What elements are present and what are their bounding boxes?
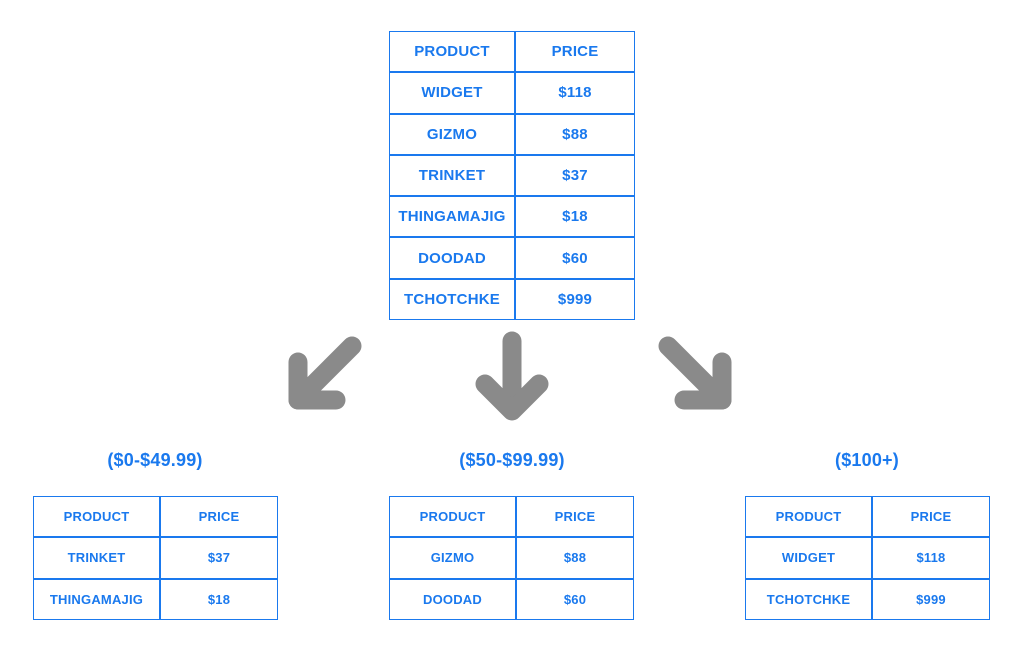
table-header-row: PRODUCT PRICE <box>33 496 278 538</box>
table-header-row: PRODUCT PRICE <box>389 496 634 538</box>
bucket-table-mid: PRODUCT PRICE GIZMO $88 DOODAD $60 <box>389 496 634 620</box>
table-row: GIZMO $88 <box>389 113 635 155</box>
cell-price: $18 <box>515 196 635 238</box>
cell-price: $88 <box>515 113 635 155</box>
table-row: TRINKET $37 <box>33 537 278 579</box>
header-price: PRICE <box>160 496 278 538</box>
cell-product: TRINKET <box>389 154 515 197</box>
header-product: PRODUCT <box>33 496 160 538</box>
cell-price: $18 <box>160 578 278 620</box>
header-product: PRODUCT <box>745 496 872 538</box>
cell-product: GIZMO <box>389 537 516 579</box>
table-row: THINGAMAJIG $18 <box>33 578 278 620</box>
header-price: PRICE <box>515 31 635 73</box>
table-row: THINGAMAJIG $18 <box>389 196 635 238</box>
table-row: DOODAD $60 <box>389 578 634 620</box>
table-row: TCHOTCHKE $999 <box>745 578 990 620</box>
cell-price: $60 <box>516 578 634 620</box>
table-row: GIZMO $88 <box>389 537 634 579</box>
table-row: WIDGET $118 <box>389 72 635 114</box>
table-row: TRINKET $37 <box>389 154 635 197</box>
cell-price: $118 <box>872 537 990 579</box>
arrow-down-right-icon <box>658 336 732 410</box>
cell-product: TCHOTCHKE <box>389 278 515 321</box>
cell-price: $999 <box>872 578 990 620</box>
table-header-row: PRODUCT PRICE <box>745 496 990 538</box>
cell-product: DOODAD <box>389 237 515 279</box>
cell-price: $37 <box>515 154 635 197</box>
header-price: PRICE <box>516 496 634 538</box>
table-row: TCHOTCHKE $999 <box>389 278 635 321</box>
source-product-price-table: PRODUCT PRICE WIDGET $118 GIZMO $88 TRIN… <box>389 31 635 321</box>
table-row: WIDGET $118 <box>745 537 990 579</box>
header-product: PRODUCT <box>389 31 515 73</box>
table-header-row: PRODUCT PRICE <box>389 31 635 73</box>
bucket-table-low: PRODUCT PRICE TRINKET $37 THINGAMAJIG $1… <box>33 496 278 620</box>
cell-product: DOODAD <box>389 578 516 620</box>
header-product: PRODUCT <box>389 496 516 538</box>
cell-product: TRINKET <box>33 537 160 579</box>
cell-product: WIDGET <box>745 537 872 579</box>
header-price: PRICE <box>872 496 990 538</box>
cell-product: TCHOTCHKE <box>745 578 872 620</box>
arrow-down-left-icon <box>288 336 362 410</box>
cell-product: THINGAMAJIG <box>389 196 515 238</box>
cell-price: $60 <box>515 237 635 279</box>
cell-price: $999 <box>515 278 635 321</box>
cell-price: $88 <box>516 537 634 579</box>
cell-product: GIZMO <box>389 113 515 155</box>
arrow-down-icon <box>475 331 549 421</box>
bucket-table-high: PRODUCT PRICE WIDGET $118 TCHOTCHKE $999 <box>745 496 990 620</box>
cell-product: THINGAMAJIG <box>33 578 160 620</box>
cell-price: $118 <box>515 72 635 114</box>
cell-price: $37 <box>160 537 278 579</box>
bucket-label-mid: ($50-$99.99) <box>459 450 565 470</box>
bucket-label-high: ($100+) <box>835 450 899 470</box>
table-row: DOODAD $60 <box>389 237 635 279</box>
cell-product: WIDGET <box>389 72 515 114</box>
bucket-label-low: ($0-$49.99) <box>107 450 203 470</box>
